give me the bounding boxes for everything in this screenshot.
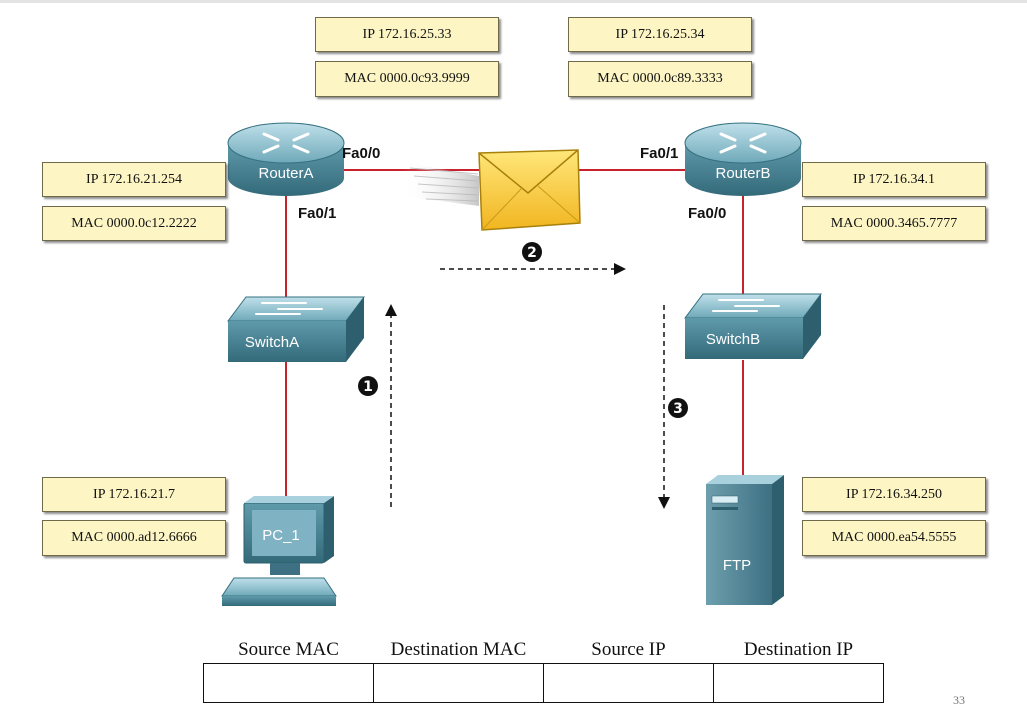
top-border [0, 0, 1027, 3]
packet-envelope-icon [402, 149, 581, 231]
routerb-fa0-1-mac-label: MAC 0000.0c89.3333 [568, 61, 752, 97]
switch-a[interactable]: SwitchA [227, 296, 365, 362]
cell-destination-ip[interactable] [713, 663, 884, 703]
router-b[interactable]: RouterB [684, 122, 802, 196]
port-routera-fa0-1: Fa0/1 [298, 205, 336, 222]
pc-1-ip-label: IP 172.16.21.7 [42, 477, 226, 512]
header-destination-ip: Destination IP [743, 639, 854, 660]
step-marker-1: 1 [358, 376, 378, 396]
address-table-header-row: Source MAC Destination MAC Source IP Des… [204, 637, 884, 664]
step-marker-3: 3 [668, 398, 688, 418]
cell-destination-mac[interactable] [373, 663, 544, 703]
switch-b[interactable]: SwitchB [684, 293, 822, 359]
page-number: 33 [953, 693, 965, 707]
pc-1-label: PC_1 [262, 527, 300, 544]
routerb-fa0-1-ip-label: IP 172.16.25.34 [568, 17, 752, 52]
routera-fa0-1-mac-label: MAC 0000.0c12.2222 [42, 206, 226, 241]
router-arrows-icon [719, 132, 767, 154]
router-a-label: RouterA [258, 165, 313, 182]
ftp-server[interactable]: FTP [706, 475, 784, 605]
port-routera-fa0-0: Fa0/0 [342, 145, 380, 162]
port-routerb-fa0-0: Fa0/0 [688, 205, 726, 222]
switch-b-label: SwitchB [706, 331, 760, 348]
header-source-mac: Source MAC [238, 639, 339, 660]
routerb-fa0-0-mac-label: MAC 0000.3465.7777 [802, 206, 986, 241]
routera-fa0-1-ip-label: IP 172.16.21.254 [42, 162, 226, 197]
port-routerb-fa0-1: Fa0/1 [640, 145, 678, 162]
routera-fa0-0-mac-label: MAC 0000.0c93.9999 [315, 61, 499, 97]
header-source-ip: Source IP [591, 639, 666, 660]
pc-1-mac-label: MAC 0000.ad12.6666 [42, 520, 226, 556]
address-table-row [203, 663, 884, 703]
cell-source-ip[interactable] [543, 663, 714, 703]
switch-a-label: SwitchA [245, 334, 299, 351]
router-b-label: RouterB [715, 165, 770, 182]
pc-1[interactable]: PC_1 [221, 496, 337, 606]
ftp-mac-label: MAC 0000.ea54.5555 [802, 520, 986, 556]
routera-fa0-0-ip-label: IP 172.16.25.33 [315, 17, 499, 52]
step-1-number: 1 [363, 379, 373, 395]
routerb-fa0-0-ip-label: IP 172.16.34.1 [802, 162, 986, 197]
router-arrows-icon [262, 132, 310, 154]
switch-arrows-icon [712, 299, 780, 312]
address-table: Source MAC Destination MAC Source IP Des… [203, 637, 884, 703]
step-3-number: 3 [673, 401, 683, 417]
router-a[interactable]: RouterA [227, 122, 345, 196]
switch-arrows-icon [255, 302, 323, 315]
ftp-server-label: FTP [723, 557, 751, 574]
cell-source-mac[interactable] [203, 663, 374, 703]
header-destination-mac: Destination MAC [390, 639, 527, 660]
step-marker-2: 2 [522, 242, 542, 262]
step-2-number: 2 [527, 245, 537, 261]
ftp-ip-label: IP 172.16.34.250 [802, 477, 986, 512]
